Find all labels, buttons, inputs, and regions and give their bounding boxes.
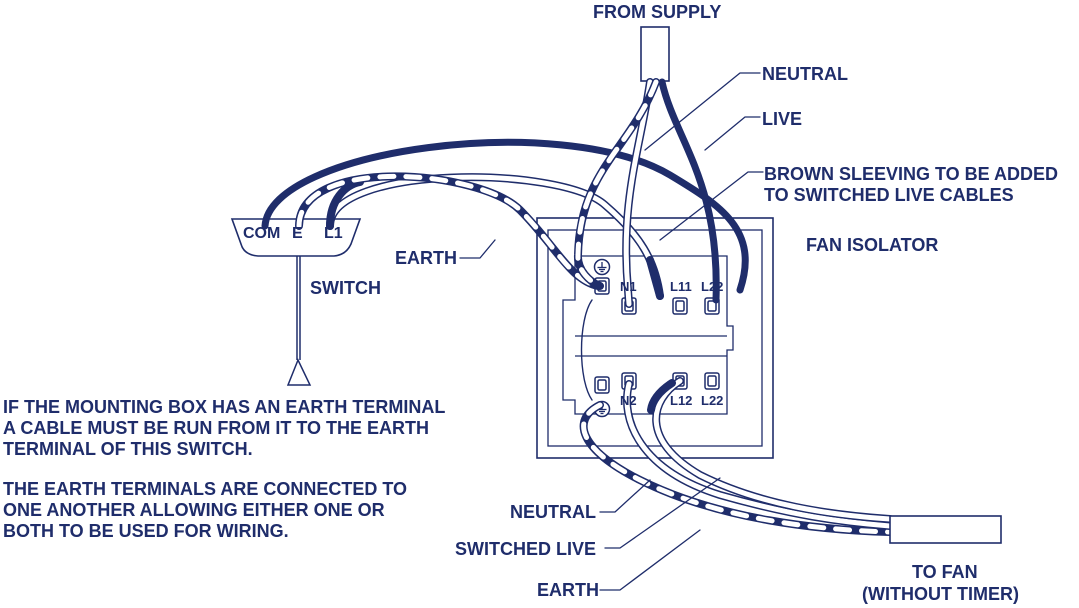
leader-lines xyxy=(459,72,764,591)
earth-bottom-label: EARTH xyxy=(537,580,599,600)
supply-earth-wire xyxy=(574,78,660,290)
fan-switched-live-wire xyxy=(647,377,894,523)
switch-e-terminal: E xyxy=(292,225,303,242)
note1-line3: TERMINAL OF THIS SWITCH. xyxy=(3,439,253,459)
switch-com-terminal: COM xyxy=(243,225,280,242)
supply-cable-sheath xyxy=(640,26,670,82)
fan-cable-sheath xyxy=(889,515,1002,544)
pull-cord-switch xyxy=(230,218,362,386)
supply-live-wire xyxy=(658,78,720,304)
earth-wire-top xyxy=(295,172,602,290)
note1-line1: IF THE MOUNTING BOX HAS AN EARTH TERMINA… xyxy=(3,397,445,417)
fan-isolator-label: FAN ISOLATOR xyxy=(806,235,938,255)
to-fan-label-line2: (WITHOUT TIMER) xyxy=(862,584,1019,604)
neutral-bottom-label: NEUTRAL xyxy=(510,502,596,522)
switched-live-label: SWITCHED LIVE xyxy=(455,539,596,559)
earth-terminal-top xyxy=(593,258,611,276)
note2-line2: ONE ANOTHER ALLOWING EITHER ONE OR xyxy=(3,500,385,520)
brown-sleeving-label-line1: BROWN SLEEVING TO BE ADDED xyxy=(764,164,1058,184)
terminal-l22-bottom: L22 xyxy=(701,393,723,408)
terminal-l11: L11 xyxy=(670,279,692,294)
brown-sleeving-label-line2: TO SWITCHED LIVE CABLES xyxy=(764,185,1014,205)
to-fan-label-line1: TO FAN xyxy=(912,562,978,582)
com-wire xyxy=(261,138,749,294)
live-label: LIVE xyxy=(762,109,802,129)
switch-label: SWITCH xyxy=(310,278,381,298)
fan-neutral-wire xyxy=(623,380,894,530)
terminal-l12: L12 xyxy=(670,393,692,408)
earth-top-label: EARTH xyxy=(395,248,457,268)
note1-line2: A CABLE MUST BE RUN FROM IT TO THE EARTH xyxy=(3,418,429,438)
terminal-l22-top: L22 xyxy=(701,279,723,294)
fan-earth-wire xyxy=(579,401,894,536)
note2-line3: BOTH TO BE USED FOR WIRING. xyxy=(3,521,289,541)
note2-line1: THE EARTH TERMINALS ARE CONNECTED TO xyxy=(3,479,407,499)
terminal-n2: N2 xyxy=(620,393,637,408)
neutral-top-label: NEUTRAL xyxy=(762,64,848,84)
switch-l1-terminal: L1 xyxy=(324,225,343,242)
from-supply-label: FROM SUPPLY xyxy=(593,2,721,22)
terminal-n1: N1 xyxy=(620,279,637,294)
